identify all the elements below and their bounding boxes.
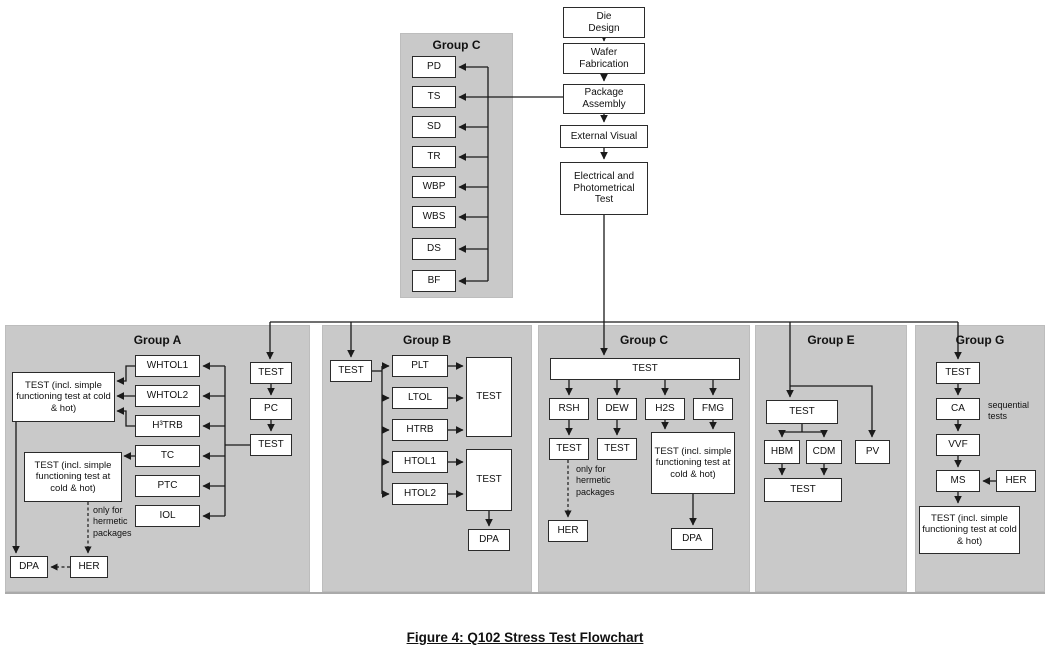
node-bf: BF <box>412 270 456 292</box>
node-hbm: HBM <box>764 440 800 464</box>
node-ptc: PTC <box>135 475 200 497</box>
node-package-assembly: Package Assembly <box>563 84 645 114</box>
node-htrb: HTRB <box>392 419 448 441</box>
node-h3trb: H³TRB <box>135 415 200 437</box>
node-group-a-her: HER <box>70 556 108 578</box>
node-wbp: WBP <box>412 176 456 198</box>
node-tr: TR <box>412 146 456 168</box>
node-group-c-test-func: TEST (incl. simple functioning test at c… <box>651 432 735 494</box>
group-g-title: Group G <box>955 333 1005 347</box>
node-tc: TC <box>135 445 200 467</box>
node-group-b-dpa: DPA <box>468 529 510 551</box>
group-g-note: sequential tests <box>988 400 1030 422</box>
node-electrical-photometrical-test: Electrical and Photometrical Test <box>560 162 648 215</box>
figure-caption: Figure 4: Q102 Stress Test Flowchart <box>406 630 644 645</box>
node-group-b-test-in: TEST <box>330 360 372 382</box>
node-group-g-test-func: TEST (incl. simple functioning test at c… <box>919 506 1020 554</box>
node-group-a-test-mid: TEST <box>250 434 292 456</box>
node-group-e-test-bottom: TEST <box>764 478 842 502</box>
group-a-title: Group A <box>133 333 182 347</box>
node-group-a-pc: PC <box>250 398 292 420</box>
node-dew: DEW <box>597 398 637 420</box>
node-pv: PV <box>855 440 890 464</box>
node-ltol: LTOL <box>392 387 448 409</box>
node-group-g-her: HER <box>996 470 1036 492</box>
node-ms: MS <box>936 470 980 492</box>
group-b-title: Group B <box>403 333 451 347</box>
node-die-design: Die Design <box>563 7 645 38</box>
node-group-a-test-func-lower: TEST (incl. simple functioning test at c… <box>24 452 122 502</box>
node-fmg: FMG <box>693 398 733 420</box>
node-h2s: H2S <box>645 398 685 420</box>
group-c-title: Group C <box>620 333 668 347</box>
node-whtol1: WHTOL1 <box>135 355 200 377</box>
node-ds: DS <box>412 238 456 260</box>
node-vvf: VVF <box>936 434 980 456</box>
group-a-note: only for hermetic packages <box>93 505 132 538</box>
node-external-visual: External Visual <box>560 125 648 148</box>
group-c-note: only for hermetic packages <box>576 464 615 497</box>
node-cdm: CDM <box>806 440 842 464</box>
node-pd: PD <box>412 56 456 78</box>
node-iol: IOL <box>135 505 200 527</box>
node-group-a-test-func-upper: TEST (incl. simple functioning test at c… <box>12 372 115 422</box>
node-plt: PLT <box>392 355 448 377</box>
node-htol2: HTOL2 <box>392 483 448 505</box>
node-group-c-test-rsh: TEST <box>549 438 589 460</box>
node-group-c-test-top: TEST <box>550 358 740 380</box>
node-group-g-test-top: TEST <box>936 362 980 384</box>
node-ca: CA <box>936 398 980 420</box>
group-c-assembly-title: Group C <box>432 38 481 52</box>
node-group-c-her: HER <box>548 520 588 542</box>
node-wbs: WBS <box>412 206 456 228</box>
node-rsh: RSH <box>549 398 589 420</box>
node-group-a-dpa: DPA <box>10 556 48 578</box>
node-sd: SD <box>412 116 456 138</box>
node-ts: TS <box>412 86 456 108</box>
node-wafer-fabrication: Wafer Fabrication <box>563 43 645 74</box>
node-htol1: HTOL1 <box>392 451 448 473</box>
node-group-c-test-dew: TEST <box>597 438 637 460</box>
node-group-b-test-out-upper: TEST <box>466 357 512 437</box>
node-group-b-test-out-lower: TEST <box>466 449 512 511</box>
group-e-title: Group E <box>807 333 855 347</box>
node-group-c-dpa: DPA <box>671 528 713 550</box>
node-group-e-test-top: TEST <box>766 400 838 424</box>
node-group-a-test-top: TEST <box>250 362 292 384</box>
node-whtol2: WHTOL2 <box>135 385 200 407</box>
